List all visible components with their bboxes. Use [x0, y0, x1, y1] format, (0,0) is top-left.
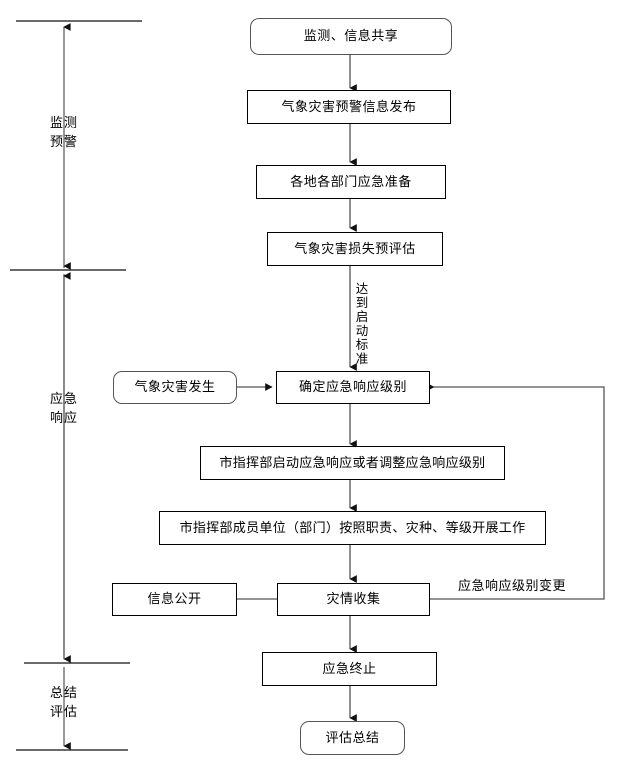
flow-connectors [236, 54, 605, 722]
edge-label-char-3: 启 [355, 310, 369, 324]
node-dept-preparation[interactable]: 各地各部门应急准备 [256, 165, 446, 199]
node-member-units-work[interactable]: 市指挥部成员单位（部门）按照职责、灾种、等级开展工作 [159, 511, 546, 545]
edge-label-level-change: 应急响应级别变更 [458, 578, 567, 593]
edge-label-char-6: 准 [355, 352, 369, 366]
phase-label-response-line1: 应急 [49, 391, 78, 406]
node-disaster-occurs[interactable]: 气象灾害发生 [113, 371, 237, 404]
edge-label-char-1: 达 [355, 282, 369, 296]
phase-label-response: 应急 响应 [38, 390, 90, 428]
edge-label-char-4: 动 [355, 324, 369, 338]
phase-bracket-axis [10, 20, 142, 751]
edge-label-char-5: 标 [355, 338, 369, 352]
phase-label-monitoring-line1: 监测 [49, 115, 78, 130]
phase-label-summary-line1: 总结 [49, 685, 78, 700]
node-emergency-termination[interactable]: 应急终止 [262, 652, 437, 686]
phase-label-summary: 总结 评估 [38, 684, 90, 722]
node-info-disclosure[interactable]: 信息公开 [112, 583, 237, 616]
node-city-hq-activate[interactable]: 市指挥部启动应急响应或者调整应急响应级别 [200, 446, 505, 480]
edge-label-activation-criteria: 达 到 启 动 标 准 [354, 282, 370, 366]
node-loss-preassessment[interactable]: 气象灾害损失预评估 [267, 232, 443, 266]
node-monitoring-sharing[interactable]: 监测、信息共享 [250, 18, 452, 55]
node-warning-release[interactable]: 气象灾害预警信息发布 [247, 90, 451, 124]
phase-label-summary-line2: 评估 [49, 703, 78, 719]
edge-label-char-2: 到 [355, 296, 369, 310]
node-assessment-summary[interactable]: 评估总结 [300, 721, 405, 755]
phase-label-monitoring: 监测 预警 [38, 114, 90, 152]
phase-label-monitoring-line2: 预警 [49, 133, 78, 149]
node-determine-level[interactable]: 确定应急响应级别 [276, 371, 430, 404]
node-disaster-collection[interactable]: 灾情收集 [277, 583, 430, 616]
phase-label-response-line2: 响应 [49, 409, 78, 425]
